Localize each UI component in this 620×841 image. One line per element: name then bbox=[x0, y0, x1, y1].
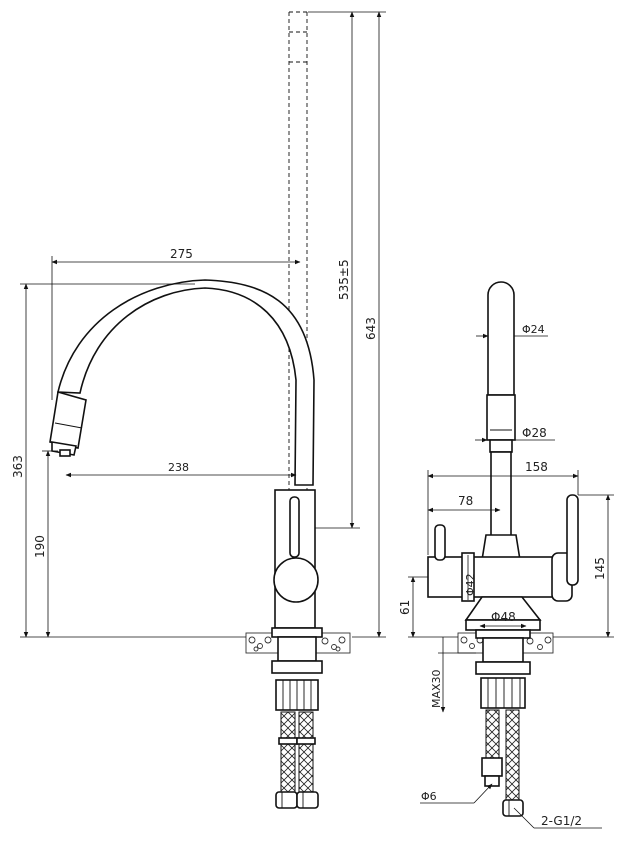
front-body bbox=[427, 494, 579, 631]
dim-total-height: 643 bbox=[364, 317, 378, 340]
dim-diam-aerator: Φ28 bbox=[522, 426, 547, 440]
front-view: Φ24 Φ28 158 78 Φ42 Φ48 145 bbox=[398, 281, 614, 829]
front-spout bbox=[481, 281, 521, 563]
hoses-right bbox=[481, 709, 524, 817]
dim-diam-base: Φ48 bbox=[491, 610, 516, 624]
dim-connection: 2-G1/2 bbox=[541, 814, 582, 828]
dim-lever-reach: 78 bbox=[458, 494, 473, 508]
dim-reach: 275 bbox=[170, 247, 193, 261]
dim-base-height: 61 bbox=[398, 600, 412, 615]
dimensions-right: Φ24 Φ28 158 78 Φ42 Φ48 145 bbox=[398, 323, 614, 829]
hoses-left bbox=[275, 711, 319, 809]
spray-head bbox=[49, 390, 87, 457]
dim-spout-to-body: 238 bbox=[168, 461, 189, 474]
mounting-shank-left bbox=[271, 627, 323, 711]
dim-body-height: 145 bbox=[593, 557, 607, 580]
mounting-shank-right bbox=[475, 629, 531, 709]
pullout-hose-dashed bbox=[288, 11, 308, 490]
dim-body-width: 158 bbox=[525, 460, 548, 474]
dim-spout-height: 535±5 bbox=[337, 259, 351, 300]
dim-diam-hose: Φ6 bbox=[421, 790, 437, 803]
faucet-body bbox=[273, 489, 319, 629]
dim-max-counter: MAX30 bbox=[430, 669, 443, 708]
dim-diam-body: Φ42 bbox=[464, 573, 477, 596]
dim-height-363: 363 bbox=[11, 455, 25, 478]
dimensions-left: 275 238 535±5 643 363 190 bbox=[11, 11, 386, 638]
side-view: 275 238 535±5 643 363 190 bbox=[11, 11, 386, 809]
dim-lever-height: 190 bbox=[33, 535, 47, 558]
dim-diam-spout: Φ24 bbox=[522, 323, 545, 336]
curved-spout bbox=[56, 279, 315, 486]
